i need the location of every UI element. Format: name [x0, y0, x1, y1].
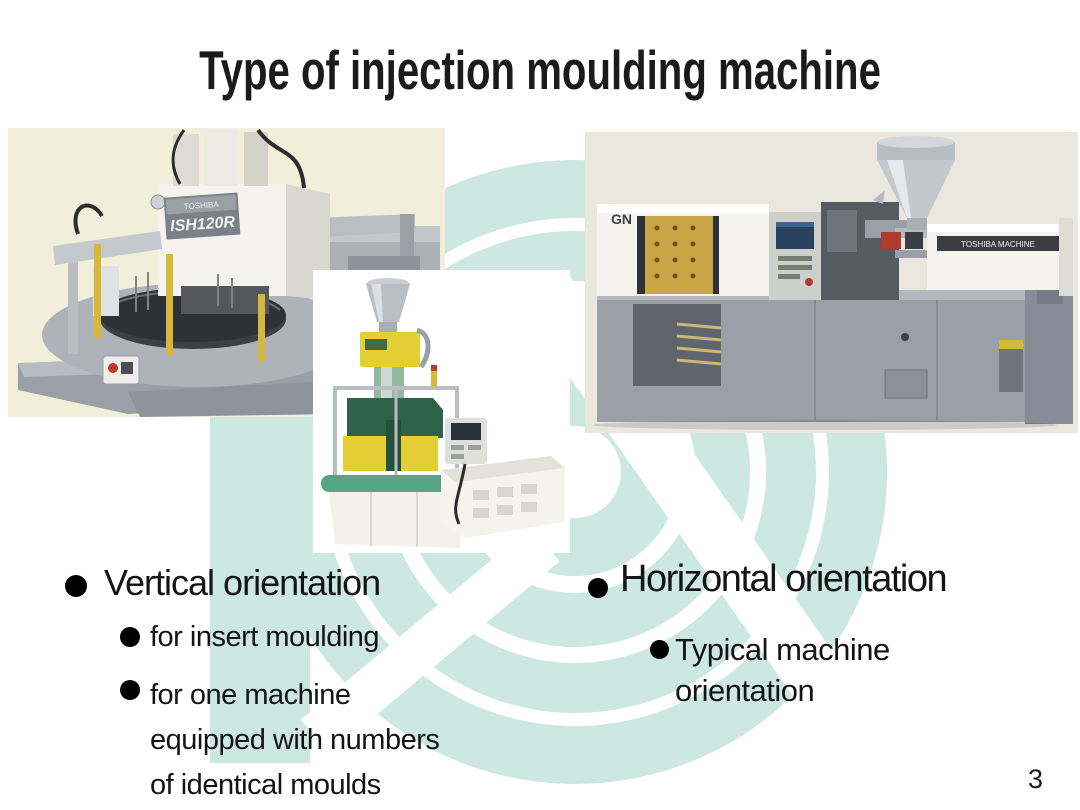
table-rods	[135, 272, 233, 312]
hopper	[873, 136, 955, 230]
injection-unit: TOSHIBA MACHINE	[881, 218, 1073, 296]
side-cabinet	[441, 456, 565, 538]
safety-frame	[333, 365, 459, 482]
bullet-right-main: Horizontal orientation	[620, 558, 948, 600]
machine-base	[597, 250, 1073, 424]
svg-text:TOSHIBA: TOSHIBA	[184, 200, 220, 211]
pendant-control	[102, 355, 140, 385]
bullet-left-sub1: for insert moulding	[150, 621, 380, 653]
bullet-left-main: Vertical orientation	[104, 562, 381, 603]
bullet-icon	[65, 575, 87, 597]
slide-title: Type of injection moulding machine	[199, 39, 881, 101]
name-plate: TOSHIBA ISH120R	[163, 192, 241, 240]
clamp-housing: GN	[597, 204, 769, 296]
bullet-icon	[588, 578, 608, 598]
svg-text:ISH120R: ISH120R	[170, 214, 236, 236]
control-panel	[769, 212, 821, 300]
clamp-mechanism	[821, 202, 957, 300]
bullet-icon	[650, 640, 669, 659]
hopper	[366, 278, 410, 334]
svg-text:GN: GN	[611, 211, 632, 227]
page-number: 3	[1028, 764, 1044, 794]
svg-text:TOSHIBA MACHINE: TOSHIBA MACHINE	[961, 240, 1035, 249]
safety-posts	[94, 244, 265, 362]
machine-deck	[321, 475, 473, 492]
bullet-right-sub1: Typical machine orientation	[675, 632, 890, 708]
injection-head	[360, 327, 431, 369]
bullet-icon	[120, 627, 140, 647]
floor-shadow	[593, 420, 1057, 430]
control-panel	[445, 418, 487, 525]
bullet-left-sub2: for one machine equipped with numbers of…	[150, 679, 440, 801]
photo-vertical-small-machine	[313, 270, 570, 553]
machine-base	[329, 492, 463, 548]
photo-horizontal-machine: GN	[585, 132, 1078, 433]
bullet-icon	[120, 680, 140, 700]
